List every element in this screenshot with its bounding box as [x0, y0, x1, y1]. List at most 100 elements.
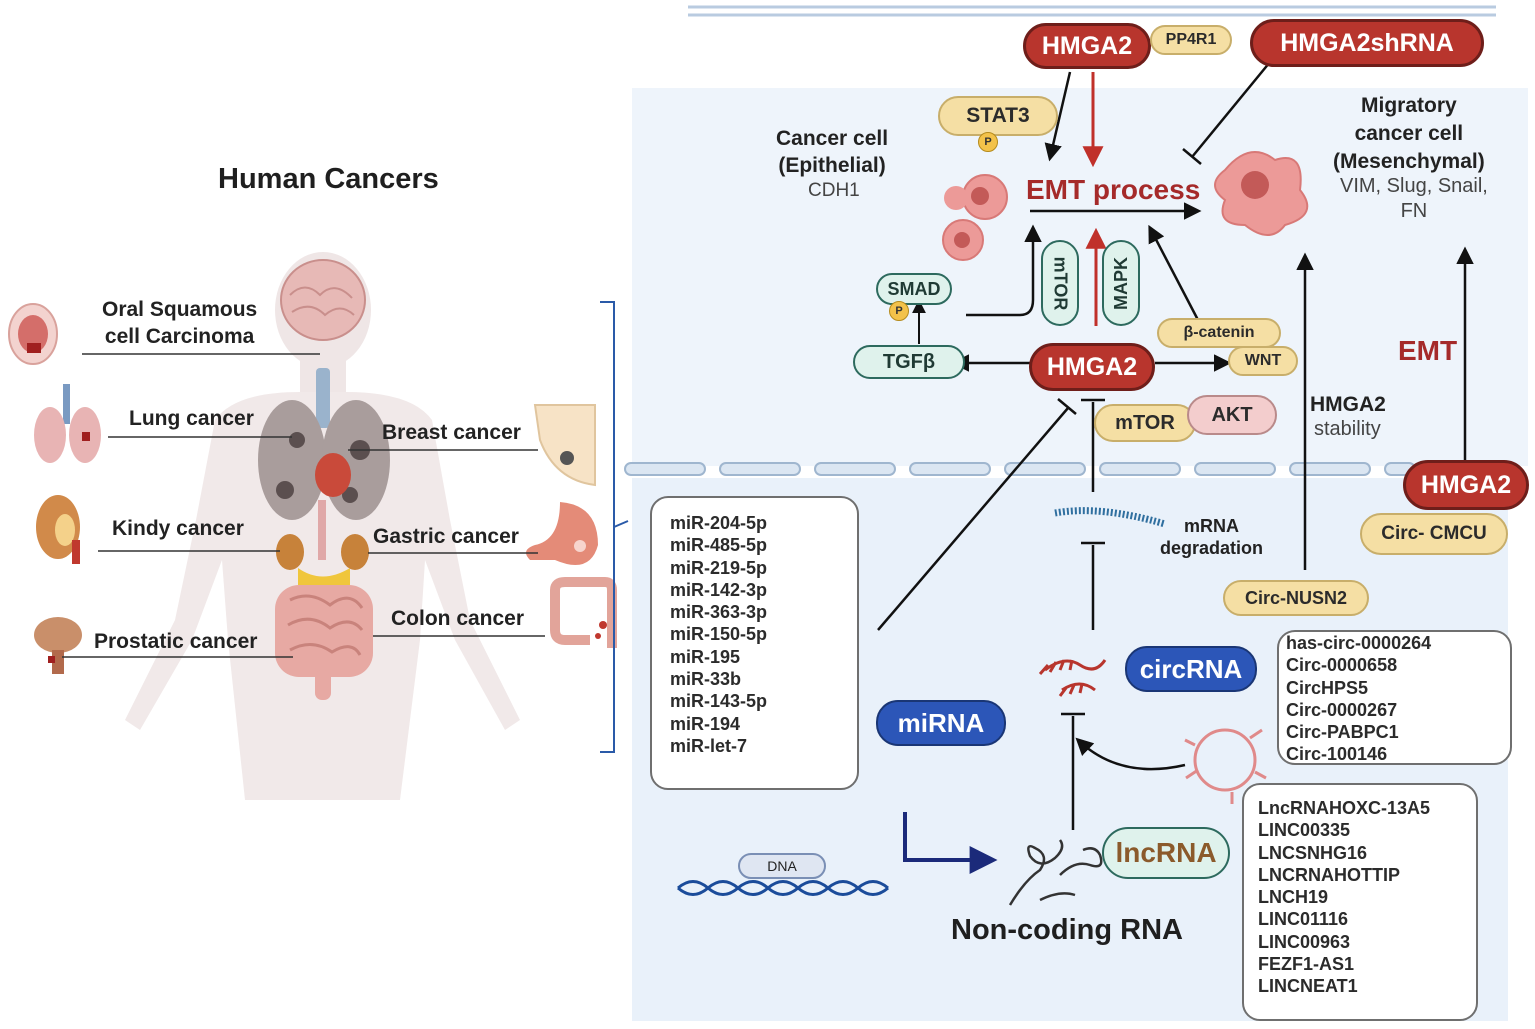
- circ-item: has-circ-0000264: [1286, 633, 1432, 653]
- mapk-vertical: MAPK: [1102, 240, 1140, 326]
- inhibit-lnc-circ: [1061, 712, 1085, 830]
- hmga2-center: HMGA2: [1029, 343, 1155, 391]
- mirna-item: miR-let-7: [670, 735, 748, 756]
- label-kidney-cancer: Kindy cancer: [112, 517, 244, 540]
- lnc-item: LNCRNAHOTTIP: [1258, 864, 1400, 885]
- cancer-cell-label: Cancer cell (Epithelial): [776, 127, 889, 177]
- body-silhouette: [125, 252, 520, 800]
- stability-label: stability: [1314, 418, 1381, 440]
- colon-icon: [550, 577, 617, 648]
- wnt-badge: WNT: [1228, 346, 1298, 376]
- lnc-item: FEZF1-AS1: [1258, 954, 1355, 975]
- group-bracket: [600, 301, 629, 753]
- stat3-badge: STAT3: [938, 96, 1058, 136]
- mtor-vertical-label: mTOR: [1050, 256, 1071, 310]
- lnc-item: LINC01116: [1258, 909, 1349, 930]
- smad-badge: SMAD: [876, 273, 952, 305]
- mirna-item: miR-143-5p: [670, 691, 768, 712]
- mirna-item: miR-33b: [670, 669, 742, 690]
- label-oral-cancer: Oral Squamous cell Carcinoma: [102, 298, 258, 348]
- mirna-list: miR-204-5p miR-485-5p miR-219-5p miR-142…: [650, 496, 859, 790]
- hmga2-right: HMGA2: [1403, 460, 1529, 510]
- mouth-icon: [8, 303, 58, 365]
- dna-badge: DNA: [738, 853, 826, 879]
- dna-icon: [677, 880, 889, 896]
- label-colon-cancer: Colon cancer: [391, 607, 525, 630]
- mirna-item: miR-363-3p: [670, 602, 768, 623]
- emt-process-label: EMT process: [1026, 174, 1201, 205]
- circ-item: Circ-0000658: [1286, 655, 1398, 676]
- mirna-item: miR-150-5p: [670, 624, 768, 645]
- label-gastric-cancer: Gastric cancer: [373, 525, 519, 548]
- inhibit-mirna-hmga2: [877, 398, 1077, 631]
- cdh1-label: CDH1: [808, 180, 860, 201]
- label-prostate-cancer: Prostatic cancer: [94, 630, 258, 653]
- hmga2shrna: HMGA2shRNA: [1250, 19, 1484, 67]
- mrna-degradation-label: mRNA degradation: [1160, 516, 1264, 558]
- inhibit-circ-mrna: [1081, 541, 1105, 630]
- hmga2-stability-label: HMGA2: [1310, 393, 1386, 416]
- lnc-item: LNCSNHG16: [1258, 842, 1368, 863]
- lncrna-list: LncRNAHOXC-13A5 LINC00335 LNCSNHG16 LNCR…: [1242, 783, 1478, 1021]
- mirna-badge: miRNA: [876, 700, 1006, 746]
- kidney-icon: [36, 495, 80, 564]
- noncoding-rna-label: Non-coding RNA: [951, 914, 1183, 946]
- lung-icon: [34, 384, 101, 463]
- phospho-badge-stat3: P: [978, 132, 998, 152]
- label-lung-cancer: Lung cancer: [129, 407, 254, 430]
- beta-catenin-badge: β-catenin: [1157, 318, 1281, 348]
- circrna-list: has-circ-0000264 Circ-0000658 CircHPS5 C…: [1277, 630, 1512, 765]
- mirna-item: miR-195: [670, 646, 741, 667]
- lnc-item: LINCNEAT1: [1258, 976, 1358, 997]
- lnc-item: LncRNAHOXC-13A5: [1258, 798, 1431, 818]
- label-breast-cancer: Breast cancer: [382, 421, 521, 444]
- mtor-badge: mTOR: [1094, 404, 1196, 442]
- mesenchymal-markers: VIM, Slug, Snail, FN: [1340, 175, 1488, 222]
- inhibit-mrna-hmga2: [1081, 398, 1105, 492]
- bladder-icon: [34, 617, 82, 674]
- mapk-vertical-label: MAPK: [1110, 256, 1131, 310]
- stomach-icon: [526, 502, 598, 565]
- circrna-badge: circRNA: [1125, 646, 1257, 692]
- lncrna-badge: lncRNA: [1102, 827, 1230, 879]
- circ-rna-loop-icon: [1184, 728, 1267, 804]
- pp4r1-badge: PP4R1: [1150, 25, 1232, 55]
- circ-item: Circ-0000267: [1286, 699, 1398, 720]
- mirna-item: miR-204-5p: [670, 513, 768, 533]
- arrow-catenin-emt: [1148, 224, 1200, 321]
- breast-icon: [533, 404, 596, 487]
- navy-arrow: [903, 812, 998, 874]
- mirna-item: miR-485-5p: [670, 535, 768, 556]
- lncrna-icon: [1008, 839, 1103, 906]
- arrow-smad-emt: [966, 224, 1042, 317]
- circ-item: CircHPS5: [1286, 677, 1369, 698]
- cancer-leader-lines: [62, 353, 545, 658]
- arrow-hmga2-emt: [1044, 71, 1072, 162]
- cell-icon: [942, 174, 1008, 261]
- lnc-item: LINC00335: [1258, 820, 1351, 841]
- mirna-item: miR-219-5p: [670, 557, 768, 578]
- circ-item: Circ-PABPC1: [1286, 722, 1399, 743]
- circ-item: Circ-100146: [1286, 744, 1388, 765]
- page-title: Human Cancers: [218, 163, 439, 195]
- lnc-item: LNCH19: [1258, 887, 1329, 908]
- migratory-cell-label: Migratory cancer cell (Mesenchymal): [1333, 94, 1485, 173]
- arrow-circle-rna: [1075, 737, 1186, 771]
- akt-badge: AKT: [1187, 395, 1277, 435]
- phospho-badge-smad: P: [889, 301, 909, 321]
- lnc-item: LINC00963: [1258, 931, 1351, 952]
- cell-panel-upper: [632, 88, 1528, 466]
- nuclear-membrane: [624, 462, 1416, 476]
- circ-cmcu-badge: Circ- CMCU: [1360, 513, 1508, 555]
- mrna-icon: [1054, 507, 1166, 528]
- rna-icon: [1038, 659, 1107, 697]
- tgfb-badge: TGFβ: [853, 345, 965, 379]
- top-membrane: [688, 5, 1496, 17]
- emt-label: EMT: [1398, 335, 1458, 366]
- mirna-item: miR-142-3p: [670, 579, 768, 600]
- circ-nusn2-badge: Circ-NUSN2: [1223, 580, 1369, 616]
- migratory-cell-icon: [1214, 151, 1309, 236]
- hmga2-top: HMGA2: [1023, 23, 1151, 69]
- mirna-item: miR-194: [670, 713, 741, 734]
